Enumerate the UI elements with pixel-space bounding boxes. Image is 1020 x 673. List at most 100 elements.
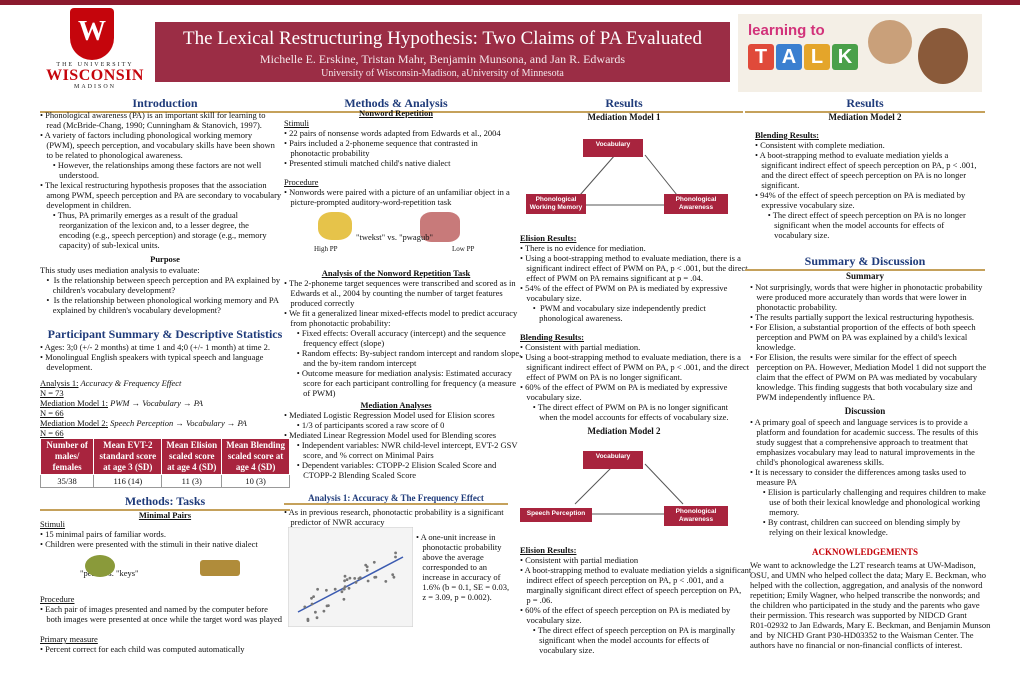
scatter-point [333, 587, 337, 591]
text-line: Edwards et al., 2004 by counting the num… [284, 288, 503, 298]
text-line: and by NICHD Grant P30-HD03352 to the Wa… [750, 630, 974, 640]
text-line: development. [40, 362, 93, 372]
text-line: significant indirect effect of speech pe… [755, 160, 977, 170]
high-pp-label: High PP [314, 245, 338, 253]
text-line: expressive vocabulary size. [755, 200, 855, 210]
analysis-label: Mediation Model 1: [40, 398, 108, 408]
text-line: reorganization of the lexicon and, to a … [40, 220, 249, 230]
child-photo [918, 28, 968, 84]
scatter-point [342, 587, 346, 591]
text-line: phonotactic probability. [750, 302, 838, 312]
text-line: vocabulary size. [755, 230, 830, 240]
scatter-point [314, 610, 317, 614]
text-line: above the average [416, 552, 484, 562]
scatter-point [392, 575, 396, 579]
text-line: capacity) of sub-lexical units. [40, 240, 160, 250]
text-line: • Presented stimuli matched child's nati… [284, 158, 451, 168]
text-line: effect of PWM on PA remains significant … [520, 273, 704, 283]
blending1-label: Blending Results: [520, 332, 584, 342]
text-line: vocabulary size. [520, 615, 582, 625]
text-line: emphasizes vocabulary may lead to natura… [750, 447, 975, 457]
text-line: • 1/3 of participants scored a raw score… [284, 420, 445, 430]
text-line: vocabulary size. [520, 392, 582, 402]
table-cell: 116 (14) [93, 474, 163, 488]
text-line: • 54% of the effect of PWM on PA is medi… [520, 283, 728, 293]
text-line: OSU, and UMN who helped collect the data… [750, 570, 987, 580]
vocabulary-node: Vocabulary [583, 451, 643, 469]
text-line: • Is the relationship between phonologic… [40, 295, 279, 305]
text-line: • For Elision, the results were similar … [750, 352, 957, 362]
pa-node: Phonological Awareness [664, 506, 728, 526]
text-line: • Thus, PA primarily emerges as a result… [40, 210, 239, 220]
logo-word: learning to [748, 22, 825, 39]
text-line: study suggest that a comprehensive appro… [750, 437, 968, 447]
scatter-point [384, 580, 388, 583]
text-line: • 60% of the effect of PWM on PA is medi… [520, 382, 728, 392]
novel-object-image [420, 212, 460, 242]
text-line: predictor of NWR accuracy [284, 517, 385, 527]
analysis-label: N = 66 [40, 408, 64, 418]
scatter-point [394, 555, 397, 559]
analysis-text: PWM → Vocabulary → PA [108, 398, 203, 408]
participants-heading: Participant Summary & Descriptive Statis… [47, 327, 283, 341]
uw-bottom-text: MADISON [73, 84, 116, 90]
logo-letter: L [804, 44, 830, 70]
scatter-point [391, 573, 395, 576]
text-line: were produced more accurately than words… [750, 292, 967, 302]
text-line: frequency effect (slope) [284, 338, 385, 348]
stimuli-label: Stimuli [40, 519, 66, 529]
text-line: • Phonological awareness (PA) is an impo… [40, 110, 266, 120]
text-line: picture-prompted auditory-word-repetitio… [284, 197, 452, 207]
intro-heading: Introduction [40, 96, 290, 113]
text-line: • The results partially support the lexi… [750, 312, 975, 322]
scatter-point [366, 579, 370, 583]
text-line: • The lexical restructuring hypothesis p… [40, 180, 267, 190]
text-line: • Mediated Linear Regression Model used … [284, 430, 497, 440]
text-line: • A boot-strapping method to evaluate me… [520, 565, 752, 575]
text-line: phonotactic probability [284, 148, 370, 158]
scatter-point [322, 609, 326, 613]
text-line: CTOPP-2 Blending Scaled Score [284, 470, 417, 480]
text-line: • Percent correct for each child was com… [40, 644, 245, 654]
analysis1-heading: Analysis 1: Accuracy & The Frequency Eff… [284, 493, 508, 505]
text-line: significant when the model accounts for … [755, 220, 945, 230]
text-line: • Children were presented with the stimu… [40, 539, 258, 549]
frequency-effect-plot [288, 527, 413, 627]
analysis-item: Mediation Model 2: Speech Perception → V… [40, 418, 247, 428]
text-line: significant. [755, 180, 800, 190]
table-cell: 11 (3) [161, 474, 223, 488]
scatter-point [358, 576, 362, 580]
text-line: increase in accuracy of [416, 572, 501, 582]
model2-diagram [574, 463, 684, 515]
text-line: score for each participant controlling f… [284, 378, 516, 388]
text-line: z = 3.09, p = 0.002). [416, 592, 492, 602]
acknowledgements-title: ACKNOWLEDGEMENTS [811, 547, 918, 557]
purpose-heading: Purpose [150, 254, 180, 264]
text-line: understood. [40, 170, 100, 180]
logo-letter: T [748, 44, 774, 70]
text-line: • As in previous research, phonotactic p… [284, 507, 504, 517]
text-line: • 94% of the effect of speech perception… [755, 190, 966, 200]
text-line: • Mediated Logistic Regression Model use… [284, 410, 495, 420]
text-line: from phonotactic probability: [284, 318, 391, 328]
trend-line [297, 556, 404, 613]
text-line: • Elision is particularly challenging an… [750, 487, 986, 497]
analysis-item: N = 66 [40, 408, 64, 418]
scatter-point [347, 586, 351, 590]
text-line: both images were presented at once while… [40, 614, 283, 624]
text-line: read (McBride-Chang, 1990; Cunningham & … [40, 120, 262, 130]
scatter-point [342, 597, 346, 601]
descriptive-stats-table: Number of males/ females Mean EVT-2 stan… [39, 438, 290, 488]
scatter-point [353, 577, 357, 580]
title-bar: The Lexical Restructuring Hypothesis: Tw… [155, 22, 730, 82]
text-line: use of both their lexical knowledge and … [750, 497, 981, 507]
text-line: perception on PA. However, Mediation Mod… [750, 362, 987, 372]
scatter-points [303, 551, 397, 622]
learning-to-talk-logo: learning to T A L K [738, 14, 982, 92]
text-line: vocabulary size. [520, 645, 595, 655]
scatter-point [348, 576, 352, 580]
text-line: • PWM and vocabulary size independently … [520, 303, 706, 313]
procedure-label: Procedure [40, 594, 75, 604]
text-line: relying on their lexical knowledge. [750, 527, 888, 537]
stimuli-label: Stimuli [284, 118, 310, 128]
